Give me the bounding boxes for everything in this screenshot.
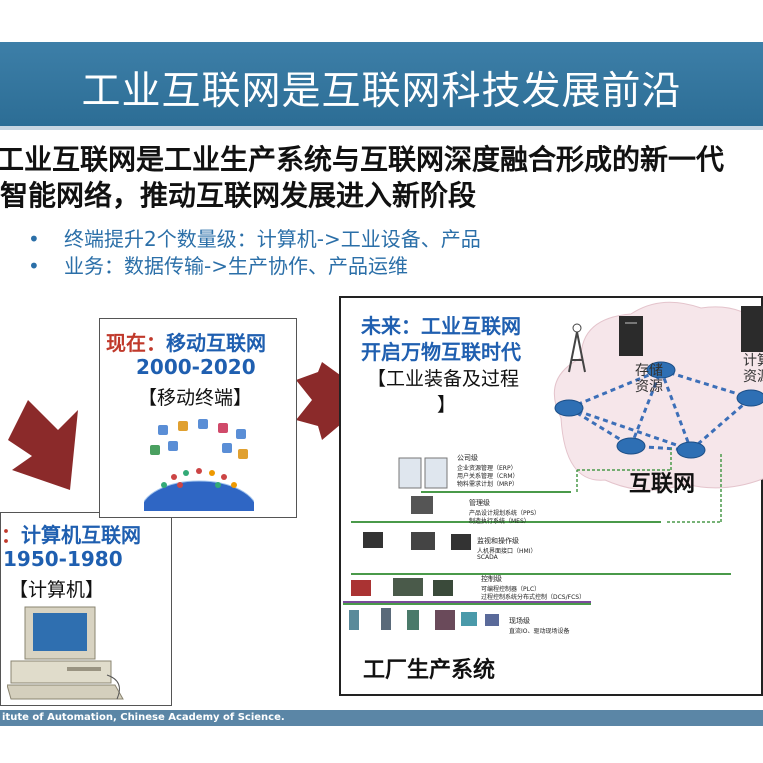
level-management-item: 产品设计规划系统（PPS） bbox=[469, 510, 541, 517]
present-era-terminal: 【移动终端】 bbox=[138, 387, 253, 409]
bullet-item: •终端提升2个数量级：计算机->工业设备、产品 bbox=[28, 227, 481, 251]
past-era-years: 1950-1980 bbox=[3, 547, 123, 571]
internet-label: 互联网 bbox=[629, 472, 696, 497]
past-era-heading: ：计算机互联网 bbox=[1, 519, 141, 548]
level-company: 公司级 bbox=[457, 454, 478, 462]
past-era-prefix: ： bbox=[1, 523, 21, 547]
level-management-item: 制造执行系统（MES） bbox=[469, 518, 530, 525]
present-era-title: 移动互联网 bbox=[166, 331, 266, 355]
computer-image bbox=[7, 606, 124, 700]
level-control: 控制级 bbox=[481, 575, 502, 583]
future-era-line-3: 【工业装备及过程 bbox=[367, 368, 520, 390]
future-era-line-1: 未来：工业互联网 bbox=[361, 314, 521, 338]
level-management: 管理级 bbox=[469, 499, 490, 507]
compute-label: 计算 bbox=[743, 353, 763, 369]
level-company-item: 用户关系管理（CRM） bbox=[457, 473, 519, 480]
past-era-card: ：计算机互联网 1950-1980 【计算机】 bbox=[0, 512, 172, 706]
arrow-past-to-now bbox=[8, 400, 78, 490]
factory-hierarchy-diagram bbox=[343, 448, 731, 630]
level-company-item: 企业资源管理（ERP） bbox=[457, 465, 517, 472]
slide-title: 工业互联网是互联网科技发展前沿 bbox=[81, 69, 682, 114]
future-era-card: 存储 资源 计算 资源 未来：工业互联网 开启万物互联时代 【工业装备及过程 】… bbox=[339, 296, 763, 696]
level-control-item: 过程控制系统分布式控制（DCS/FCS） bbox=[481, 594, 586, 601]
present-era-prefix: 现在： bbox=[106, 331, 166, 355]
level-monitoring-item: 人机界面接口（HMI） bbox=[477, 548, 537, 555]
compute-label-2: 资源 bbox=[743, 369, 763, 385]
level-field-item: 直流IO、驱动现场设备 bbox=[509, 628, 570, 635]
level-monitoring: 监视和操作级 bbox=[477, 537, 519, 545]
level-field: 现场级 bbox=[509, 617, 530, 625]
lead-line-2: 智能网络，推动互联网发展进入新阶段 bbox=[0, 179, 477, 212]
past-era-title: 计算机互联网 bbox=[21, 523, 141, 547]
bullet-text: 业务：数据传输->生产协作、产品运维 bbox=[64, 254, 408, 278]
level-control-item: 可编程控制器（PLC） bbox=[481, 586, 541, 593]
factory-label: 工厂生产系统 bbox=[363, 658, 496, 683]
level-monitoring-item: SCADA bbox=[477, 554, 498, 561]
past-era-terminal: 【计算机】 bbox=[9, 579, 105, 601]
lead-line-1: 工业互联网是工业生产系统与互联网深度融合形成的新一代 bbox=[0, 143, 725, 176]
present-era-heading: 现在：移动互联网 bbox=[106, 327, 266, 356]
internet-cloud bbox=[553, 301, 763, 491]
present-era-card: 现在：移动互联网 2000-2020 【移动终端】 bbox=[99, 318, 297, 518]
arrow-now-to-future bbox=[296, 362, 372, 440]
bullet-item: •业务：数据传输->生产协作、产品运维 bbox=[28, 254, 408, 278]
title-bar: 工业互联网是互联网科技发展前沿 bbox=[0, 42, 763, 130]
future-era-line-4: 】 bbox=[437, 394, 457, 416]
storage-label-2: 资源 bbox=[635, 379, 663, 395]
bullet-list: •终端提升2个数量级：计算机->工业设备、产品 •业务：数据传输->生产协作、产… bbox=[28, 226, 481, 280]
title-stripe bbox=[0, 126, 763, 130]
mobile-network-image bbox=[144, 419, 254, 511]
level-company-item: 物料需求计划（MRP） bbox=[457, 481, 518, 488]
present-era-years: 2000-2020 bbox=[136, 355, 256, 379]
storage-label: 存储 bbox=[635, 363, 663, 379]
future-era-line-2: 开启万物互联时代 bbox=[361, 340, 521, 364]
bullet-text: 终端提升2个数量级：计算机->工业设备、产品 bbox=[64, 227, 481, 251]
footer-bar: itute of Automation, Chinese Academy of … bbox=[0, 710, 763, 726]
